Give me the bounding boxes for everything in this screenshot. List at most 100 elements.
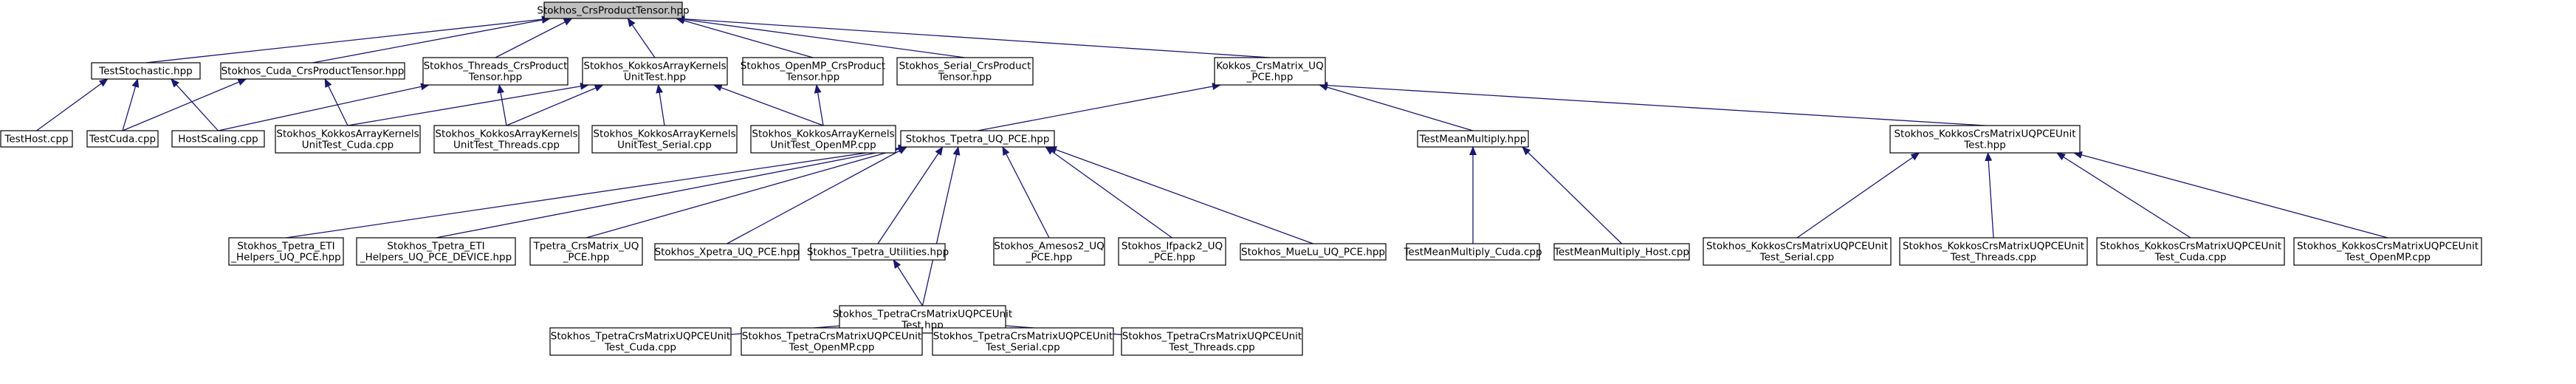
node-kokkos-crsmatrix-uq-pce-hpp[interactable]: Kokkos_CrsMatrix_UQ_PCE.hpp [1214, 57, 1326, 86]
node-stokhos-tpetra-utilities-hpp[interactable]: Stokhos_Tpetra_Utilities.hpp [807, 243, 949, 261]
node-label-line: _Helpers_UQ_PCE_DEVICE.hpp [360, 252, 512, 264]
dependency-edge-n6-to-n0 [676, 16, 966, 58]
dependency-edge-n24-to-n15 [1045, 146, 1172, 239]
dependency-edge-n13-to-n4 [656, 84, 665, 126]
node-label-line: Stokhos_Tpetra_ETI [237, 241, 334, 253]
node-label-line: Stokhos_OpenMP_CrsProduct [741, 61, 885, 72]
node-stokhos-kokkoscrsmatrixuqpceunittest-threads-cpp[interactable]: Stokhos_KokkosCrsMatrixUQPCEUnitTest_Thr… [1899, 237, 2088, 266]
node-box [228, 237, 344, 266]
node-stokhos-kokkosarraykernelsunittest-serial-cpp[interactable]: Stokhos_KokkosArrayKernelsUnitTest_Seria… [591, 125, 738, 154]
dependency-edge-n25-to-n15 [1048, 146, 1313, 244]
node-stokhos-openmp-crsproducttensor-hpp[interactable]: Stokhos_OpenMP_CrsProductTensor.hpp [741, 57, 885, 86]
node-testhost-cpp[interactable]: TestHost.cpp [0, 130, 73, 148]
node-stokhos-kokkoscrsmatrixuqpceunittest-cuda-cpp[interactable]: Stokhos_KokkosCrsMatrixUQPCEUnitTest_Cud… [2096, 237, 2285, 266]
node-box [741, 327, 923, 356]
node-stokhos-threads-crsproducttensor-hpp[interactable]: Stokhos_Threads_CrsProductTensor.hpp [422, 57, 569, 86]
dependency-edge-n10-to-n1 [171, 78, 219, 131]
node-box [2293, 237, 2482, 266]
node-box [171, 130, 265, 148]
node-label-line: Stokhos_TpetraCrsMatrixUQPCEUnit [1122, 331, 1302, 343]
node-box [810, 243, 946, 261]
node-testmeanmultiply-host-cpp[interactable]: TestMeanMultiply_Host.cpp [1553, 243, 1690, 261]
node-box [0, 130, 73, 148]
dependency-edge-n17-to-n7 [1319, 81, 1985, 126]
node-label-line: Test_Threads.cpp [1950, 252, 2036, 264]
node-label-line: Stokhos_Tpetra_ETI [387, 241, 484, 253]
node-label-line: Test_Serial.cpp [985, 342, 1059, 354]
node-testmeanmultiply-hpp[interactable]: TestMeanMultiply.hpp [1417, 130, 1529, 148]
node-stokhos-tpetracrsmatrixuqpceunittest-threads-cpp[interactable]: Stokhos_TpetraCrsMatrixUQPCEUnitTest_Thr… [1121, 327, 1303, 356]
node-label-line: UnitTest_OpenMP.cpp [770, 140, 876, 151]
node-box [1406, 243, 1540, 261]
node-testmeanmultiply-cuda-cpp[interactable]: TestMeanMultiply_Cuda.cpp [1403, 243, 1542, 261]
node-label-line: Stokhos_KokkosCrsMatrixUQPCEUnit [2297, 241, 2479, 253]
node-stokhos-cuda-crsproducttensor-hpp[interactable]: Stokhos_Cuda_CrsProductTensor.hpp [220, 62, 405, 80]
node-box [1214, 57, 1326, 86]
node-label-line: Test_Cuda.cpp [604, 342, 676, 354]
node-label-line: Test_Cuda.cpp [2154, 252, 2226, 264]
dependency-edge-n21-to-n15 [727, 146, 907, 244]
node-testcuda-cpp[interactable]: TestCuda.cpp [86, 130, 159, 148]
node-stokhos-kokkoscrsmatrixuqpceunittest-openmp-cpp[interactable]: Stokhos_KokkosCrsMatrixUQPCEUnitTest_Ope… [2293, 237, 2482, 266]
node-layer: Stokhos_CrsProductTensor.hppTestStochast… [0, 1, 2482, 356]
node-label-line: _PCE.hpp [563, 252, 610, 264]
dependency-edge-n29-to-n17 [1985, 152, 1994, 239]
node-stokhos-kokkosarraykernelsunittest-cuda-cpp[interactable]: Stokhos_KokkosArrayKernelsUnitTest_Cuda.… [275, 125, 421, 154]
node-label-line: Tensor.hpp [786, 72, 839, 83]
node-label-line: Test.hpp [1963, 140, 2006, 151]
dependency-edge-n8-to-n1 [36, 78, 109, 131]
node-box [742, 57, 884, 86]
node-stokhos-kokkosarraykernelsunittest-openmp-cpp[interactable]: Stokhos_KokkosArrayKernelsUnitTest_OpenM… [750, 125, 896, 154]
dependency-edge-n1-to-n0 [145, 16, 551, 64]
node-stokhos-tpetra-uq-pce-hpp[interactable]: Stokhos_Tpetra_UQ_PCE.hpp [900, 130, 1055, 148]
node-stokhos-kokkosarraykernelsunittest-threads-cpp[interactable]: Stokhos_KokkosArrayKernelsUnitTest_Threa… [433, 125, 580, 154]
dependency-edge-n22-to-n15 [877, 146, 944, 244]
node-stokhos-tpetra-eti-helpers-uq-pce-device-hpp[interactable]: Stokhos_Tpetra_ETI_Helpers_UQ_PCE_DEVICE… [356, 237, 516, 266]
node-label-line: Tensor.hpp [938, 72, 992, 83]
node-stokhos-amesos2-uq-pce-hpp[interactable]: Stokhos_Amesos2_UQ_PCE.hpp [993, 237, 1105, 266]
node-label-line: _Helpers_UQ_PCE.hpp [230, 252, 341, 264]
node-label-line: Stokhos_KokkosArrayKernels [752, 128, 894, 140]
dependency-edge-n4-to-n0 [627, 18, 656, 58]
node-stokhos-crsproducttensor-hpp[interactable]: Stokhos_CrsProductTensor.hpp [537, 1, 690, 19]
dependency-edge-n12-to-n3 [497, 84, 507, 126]
node-teststochastic-hpp[interactable]: TestStochastic.hpp [91, 62, 201, 80]
node-stokhos-serial-crsproducttensor-hpp[interactable]: Stokhos_Serial_CrsProductTensor.hpp [896, 57, 1034, 86]
node-box [433, 125, 580, 154]
node-box [1703, 237, 1892, 266]
dependency-edge-n11-to-n4 [347, 82, 589, 126]
node-stokhos-muelu-uq-pce-hpp[interactable]: Stokhos_MueLu_UQ_PCE.hpp [1240, 243, 1387, 261]
node-label-line: UnitTest.hpp [624, 72, 686, 83]
node-stokhos-tpetracrsmatrixuqpceunittest-serial-cpp[interactable]: Stokhos_TpetraCrsMatrixUQPCEUnitTest_Ser… [932, 327, 1114, 356]
node-hostscaling-cpp[interactable]: HostScaling.cpp [171, 130, 265, 148]
node-box [1553, 243, 1690, 261]
dependency-edge-n2-to-n0 [312, 16, 551, 64]
node-label-line: Stokhos_KokkosArrayKernels [435, 128, 577, 140]
node-stokhos-ifpack2-uq-pce-hpp[interactable]: Stokhos_Ifpack2_UQ_PCE.hpp [1118, 237, 1226, 266]
node-label-line: Test_OpenMP.cpp [789, 342, 875, 354]
node-box [1417, 130, 1529, 148]
node-label-line: HostScaling.cpp [178, 134, 258, 145]
dependency-edge-n16-to-n7 [1319, 83, 1474, 131]
node-stokhos-tpetracrsmatrixuqpceunittest-openmp-cpp[interactable]: Stokhos_TpetraCrsMatrixUQPCEUnitTest_Ope… [741, 327, 923, 356]
node-box [91, 62, 201, 80]
node-stokhos-tpetracrsmatrixuqpceunittest-cuda-cpp[interactable]: Stokhos_TpetraCrsMatrixUQPCEUnitTest_Cud… [549, 327, 732, 356]
node-stokhos-kokkoscrsmatrixuqpceunittest-serial-cpp[interactable]: Stokhos_KokkosCrsMatrixUQPCEUnitTest_Ser… [1703, 237, 1892, 266]
node-box [750, 125, 896, 154]
node-label-line: _PCE.hpp [1246, 72, 1294, 83]
node-label-line: Stokhos_TpetraCrsMatrixUQPCEUnit [551, 331, 730, 343]
node-box [654, 243, 800, 261]
node-label-line: Stokhos_KokkosArrayKernels [593, 128, 735, 140]
node-label-line: _PCE.hpp [1148, 252, 1195, 264]
node-stokhos-tpetra-eti-helpers-uq-pce-hpp[interactable]: Stokhos_Tpetra_ETI_Helpers_UQ_PCE.hpp [228, 237, 344, 266]
dependency-edge-n10-to-n3 [218, 83, 430, 131]
dependency-edge-n27-to-n16 [1522, 146, 1622, 244]
node-stokhos-xpetra-uq-pce-hpp[interactable]: Stokhos_Xpetra_UQ_PCE.hpp [654, 243, 800, 261]
node-label-line: TestMeanMultiply_Host.cpp [1553, 247, 1689, 258]
node-box [1240, 243, 1387, 261]
node-tpetra-crsmatrix-uq-pce-hpp[interactable]: Tpetra_CrsMatrix_UQ_PCE.hpp [529, 237, 643, 266]
node-label-line: TestCuda.cpp [89, 134, 156, 145]
